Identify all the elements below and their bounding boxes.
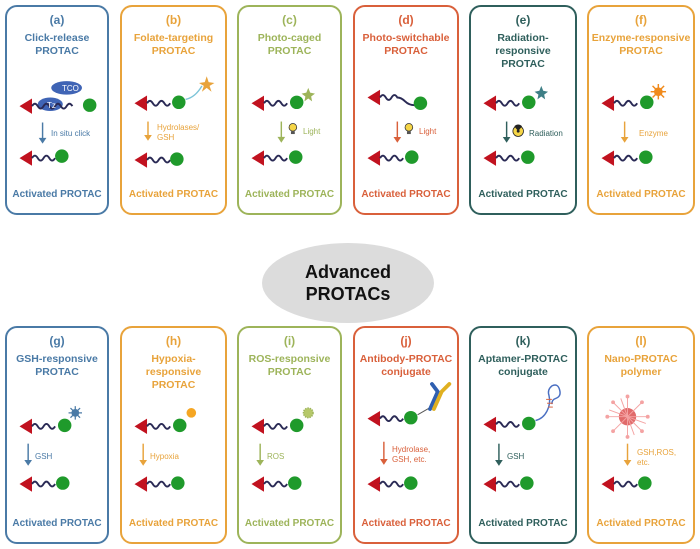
- panel-result: Activated PROTAC: [361, 189, 451, 200]
- panel-title: Radiation-responsive PROTAC: [495, 32, 551, 70]
- panel-result: Activated PROTAC: [128, 189, 219, 200]
- panel-folate-targeting: (b) Folate-targeting PROTAC Hydrolases/ …: [120, 5, 227, 215]
- panel-title: Hypoxia-responsive PROTAC: [145, 353, 202, 391]
- panel-letter: (d): [398, 13, 414, 27]
- panel-condition: GSH: [35, 452, 53, 461]
- panel-letter: (e): [515, 13, 531, 27]
- panel-letter: (k): [515, 334, 531, 348]
- panel-letter: (j): [400, 334, 412, 348]
- panel-condition: GSH,ROS, etc.: [637, 448, 677, 467]
- panel-photo-switchable: (d) Photo-switchable PROTAC Light Activa…: [353, 5, 459, 215]
- panel-result: Activated PROTAC: [478, 518, 568, 529]
- tco-label: TCO: [62, 84, 79, 93]
- panel-condition: GSH: [507, 452, 525, 461]
- panel-result: Activated PROTAC: [244, 189, 335, 200]
- photo-switchable-diagram-icon: [367, 89, 428, 166]
- panel-hypoxia-responsive: (h) Hypoxia-responsive PROTAC Hypoxia Ac…: [120, 326, 227, 544]
- panel-condition: Hydrolases/ GSH: [157, 123, 200, 142]
- panel-click-release: (a) Click-release PROTAC TCO Tz In situ …: [5, 5, 109, 215]
- hypoxia-responsive-diagram-icon: [134, 408, 197, 492]
- panel-title: Click-release PROTAC: [24, 32, 90, 57]
- panel-condition: Hypoxia: [150, 452, 179, 461]
- radiation-responsive-diagram-icon: [483, 85, 549, 166]
- panel-title: Aptamer-PROTAC conjugate: [478, 353, 568, 378]
- panel-condition: Light: [419, 127, 437, 136]
- center-title-line1: Advanced: [304, 262, 392, 282]
- panel-aptamer-protac: (k) Aptamer-PROTAC conjugate GSH Activat…: [469, 326, 577, 544]
- panel-result: Activated PROTAC: [478, 189, 568, 200]
- panel-title: Nano-PROTAC polymer: [604, 353, 678, 378]
- panel-radiation-responsive: (e) Radiation-responsive PROTAC Radiatio…: [469, 5, 577, 215]
- panel-result: Activated PROTAC: [596, 189, 686, 200]
- panel-enzyme-responsive: (f) Enzyme-responsive PROTAC Enzyme Acti…: [587, 5, 695, 215]
- nano-protac-diagram-icon: [601, 394, 652, 492]
- panel-letter: (i): [283, 334, 296, 348]
- panel-letter: (a): [49, 13, 65, 27]
- panel-result: Activated PROTAC: [244, 518, 335, 529]
- panel-photo-caged: (c) Photo-caged PROTAC Light Activated P…: [237, 5, 342, 215]
- panel-letter: (c): [282, 13, 297, 27]
- antibody-protac-diagram-icon: [367, 382, 452, 492]
- panel-letter: (f): [635, 13, 647, 27]
- panel-result: Activated PROTAC: [361, 518, 451, 529]
- panel-letter: (b): [165, 13, 182, 27]
- folate-targeting-diagram-icon: [134, 76, 215, 168]
- panel-result: Activated PROTAC: [596, 518, 686, 529]
- panel-letter: (l): [635, 334, 647, 348]
- ros-responsive-diagram-icon: [251, 407, 314, 492]
- panel-title: GSH-responsive PROTAC: [16, 353, 98, 378]
- center-title-line2: PROTACs: [305, 284, 391, 304]
- panel-condition: ROS: [267, 452, 285, 461]
- panel-title: Enzyme-responsive PROTAC: [591, 32, 691, 57]
- gsh-responsive-diagram-icon: [19, 406, 82, 492]
- panel-letter: (h): [165, 334, 182, 348]
- panel-title: Photo-caged PROTAC: [257, 32, 322, 57]
- panel-condition: Radiation: [529, 129, 563, 138]
- panel-result: Activated PROTAC: [12, 518, 102, 529]
- panel-ros-responsive: (i) ROS-responsive PROTAC ROS Activated …: [237, 326, 342, 544]
- aptamer-protac-diagram-icon: [483, 384, 561, 492]
- click-release-diagram-icon: [19, 81, 97, 166]
- panel-condition: In situ click: [51, 129, 91, 138]
- panel-letter: (g): [49, 334, 65, 348]
- panel-title: Antibody-PROTAC conjugate: [359, 353, 453, 378]
- panel-condition: Light: [303, 127, 321, 136]
- tz-label: Tz: [47, 101, 56, 110]
- panel-result: Activated PROTAC: [128, 518, 219, 529]
- panel-title: Photo-switchable PROTAC: [362, 32, 450, 57]
- photo-caged-diagram-icon: [251, 87, 315, 166]
- panel-nano-protac: (l) Nano-PROTAC polymer GSH,ROS, etc. Ac…: [587, 326, 695, 544]
- advanced-protacs-bubble: Advanced PROTACs: [262, 243, 434, 323]
- panel-title: ROS-responsive PROTAC: [248, 353, 331, 378]
- panel-title: Folate-targeting PROTAC: [133, 32, 214, 57]
- panel-gsh-responsive: (g) GSH-responsive PROTAC GSH Activated …: [5, 326, 109, 544]
- panel-result: Activated PROTAC: [12, 189, 102, 200]
- panel-antibody-protac: (j) Antibody-PROTAC conjugate Hydrolase,…: [353, 326, 459, 544]
- enzyme-responsive-diagram-icon: [601, 84, 667, 166]
- panel-condition: Enzyme: [639, 129, 668, 138]
- panel-condition: Hydrolase, GSH, etc.: [392, 445, 431, 464]
